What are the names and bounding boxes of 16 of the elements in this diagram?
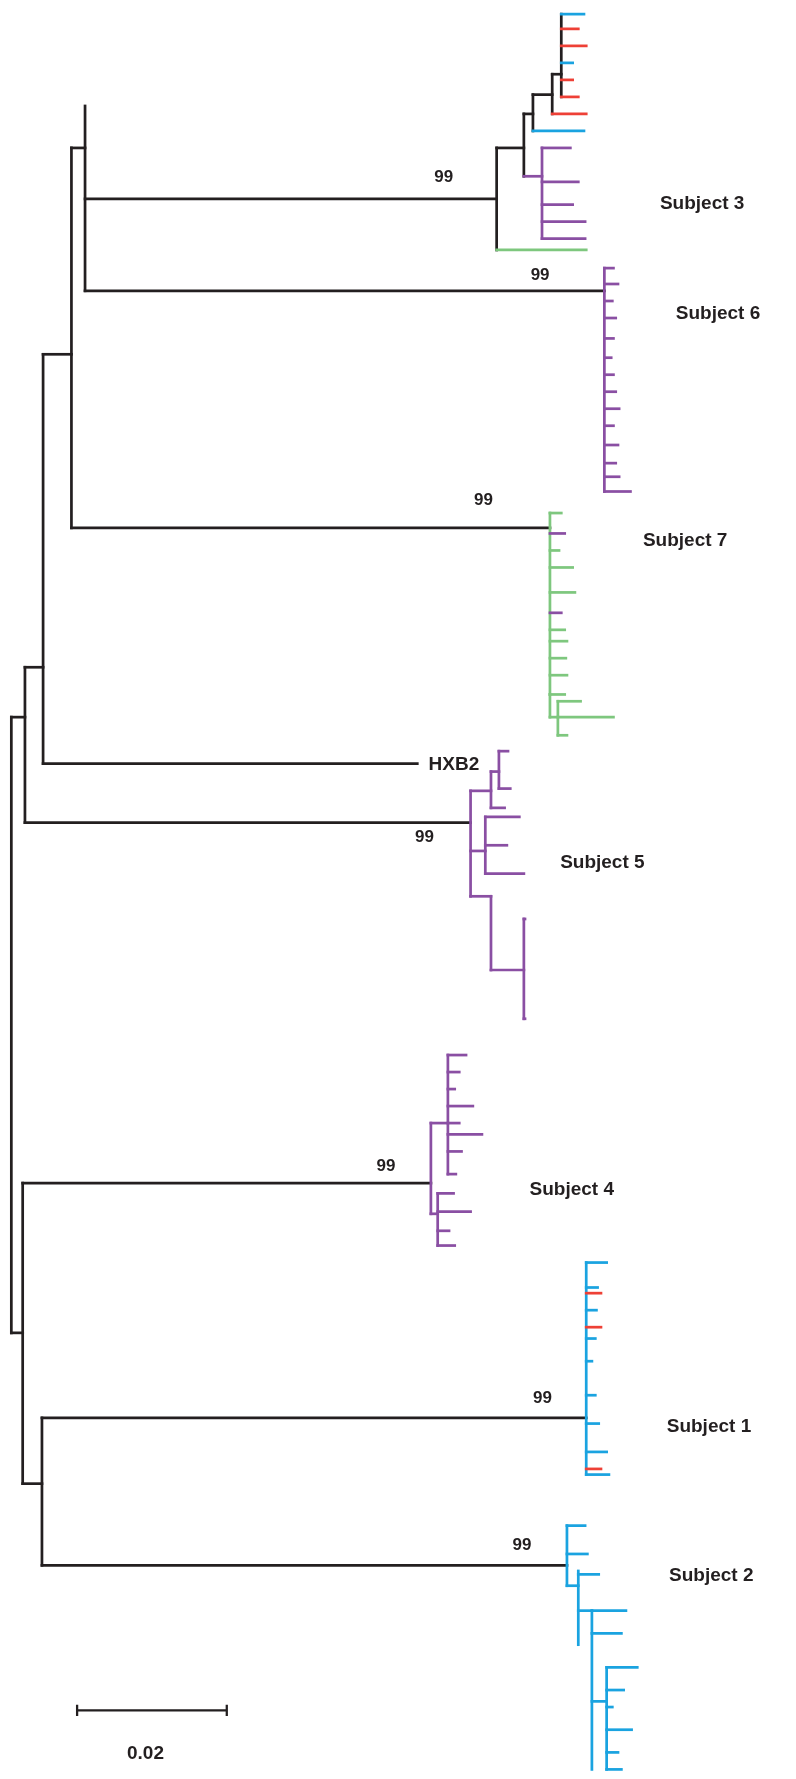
bootstrap-value: 99 <box>512 1535 532 1553</box>
bootstrap-value: 99 <box>532 1388 552 1406</box>
bootstrap-value: 99 <box>473 490 493 508</box>
clade-label: Subject 4 <box>529 1178 614 1198</box>
bootstrap-value: 99 <box>415 827 434 845</box>
bootstrap-value: 99 <box>434 167 454 185</box>
clade-label: Subject 2 <box>669 1564 754 1584</box>
clade-label: HXB2 <box>428 753 480 773</box>
clade-label: Subject 3 <box>659 192 745 212</box>
bootstrap-value: 99 <box>376 1156 396 1173</box>
clade-label: Subject 6 <box>675 302 761 322</box>
clade-label: Subject 5 <box>560 851 645 871</box>
clade-label: Subject 7 <box>642 529 728 549</box>
clade-label: Subject 1 <box>666 1415 752 1435</box>
bootstrap-value: 99 <box>530 265 550 283</box>
scale-label: 0.02 <box>127 1742 164 1762</box>
